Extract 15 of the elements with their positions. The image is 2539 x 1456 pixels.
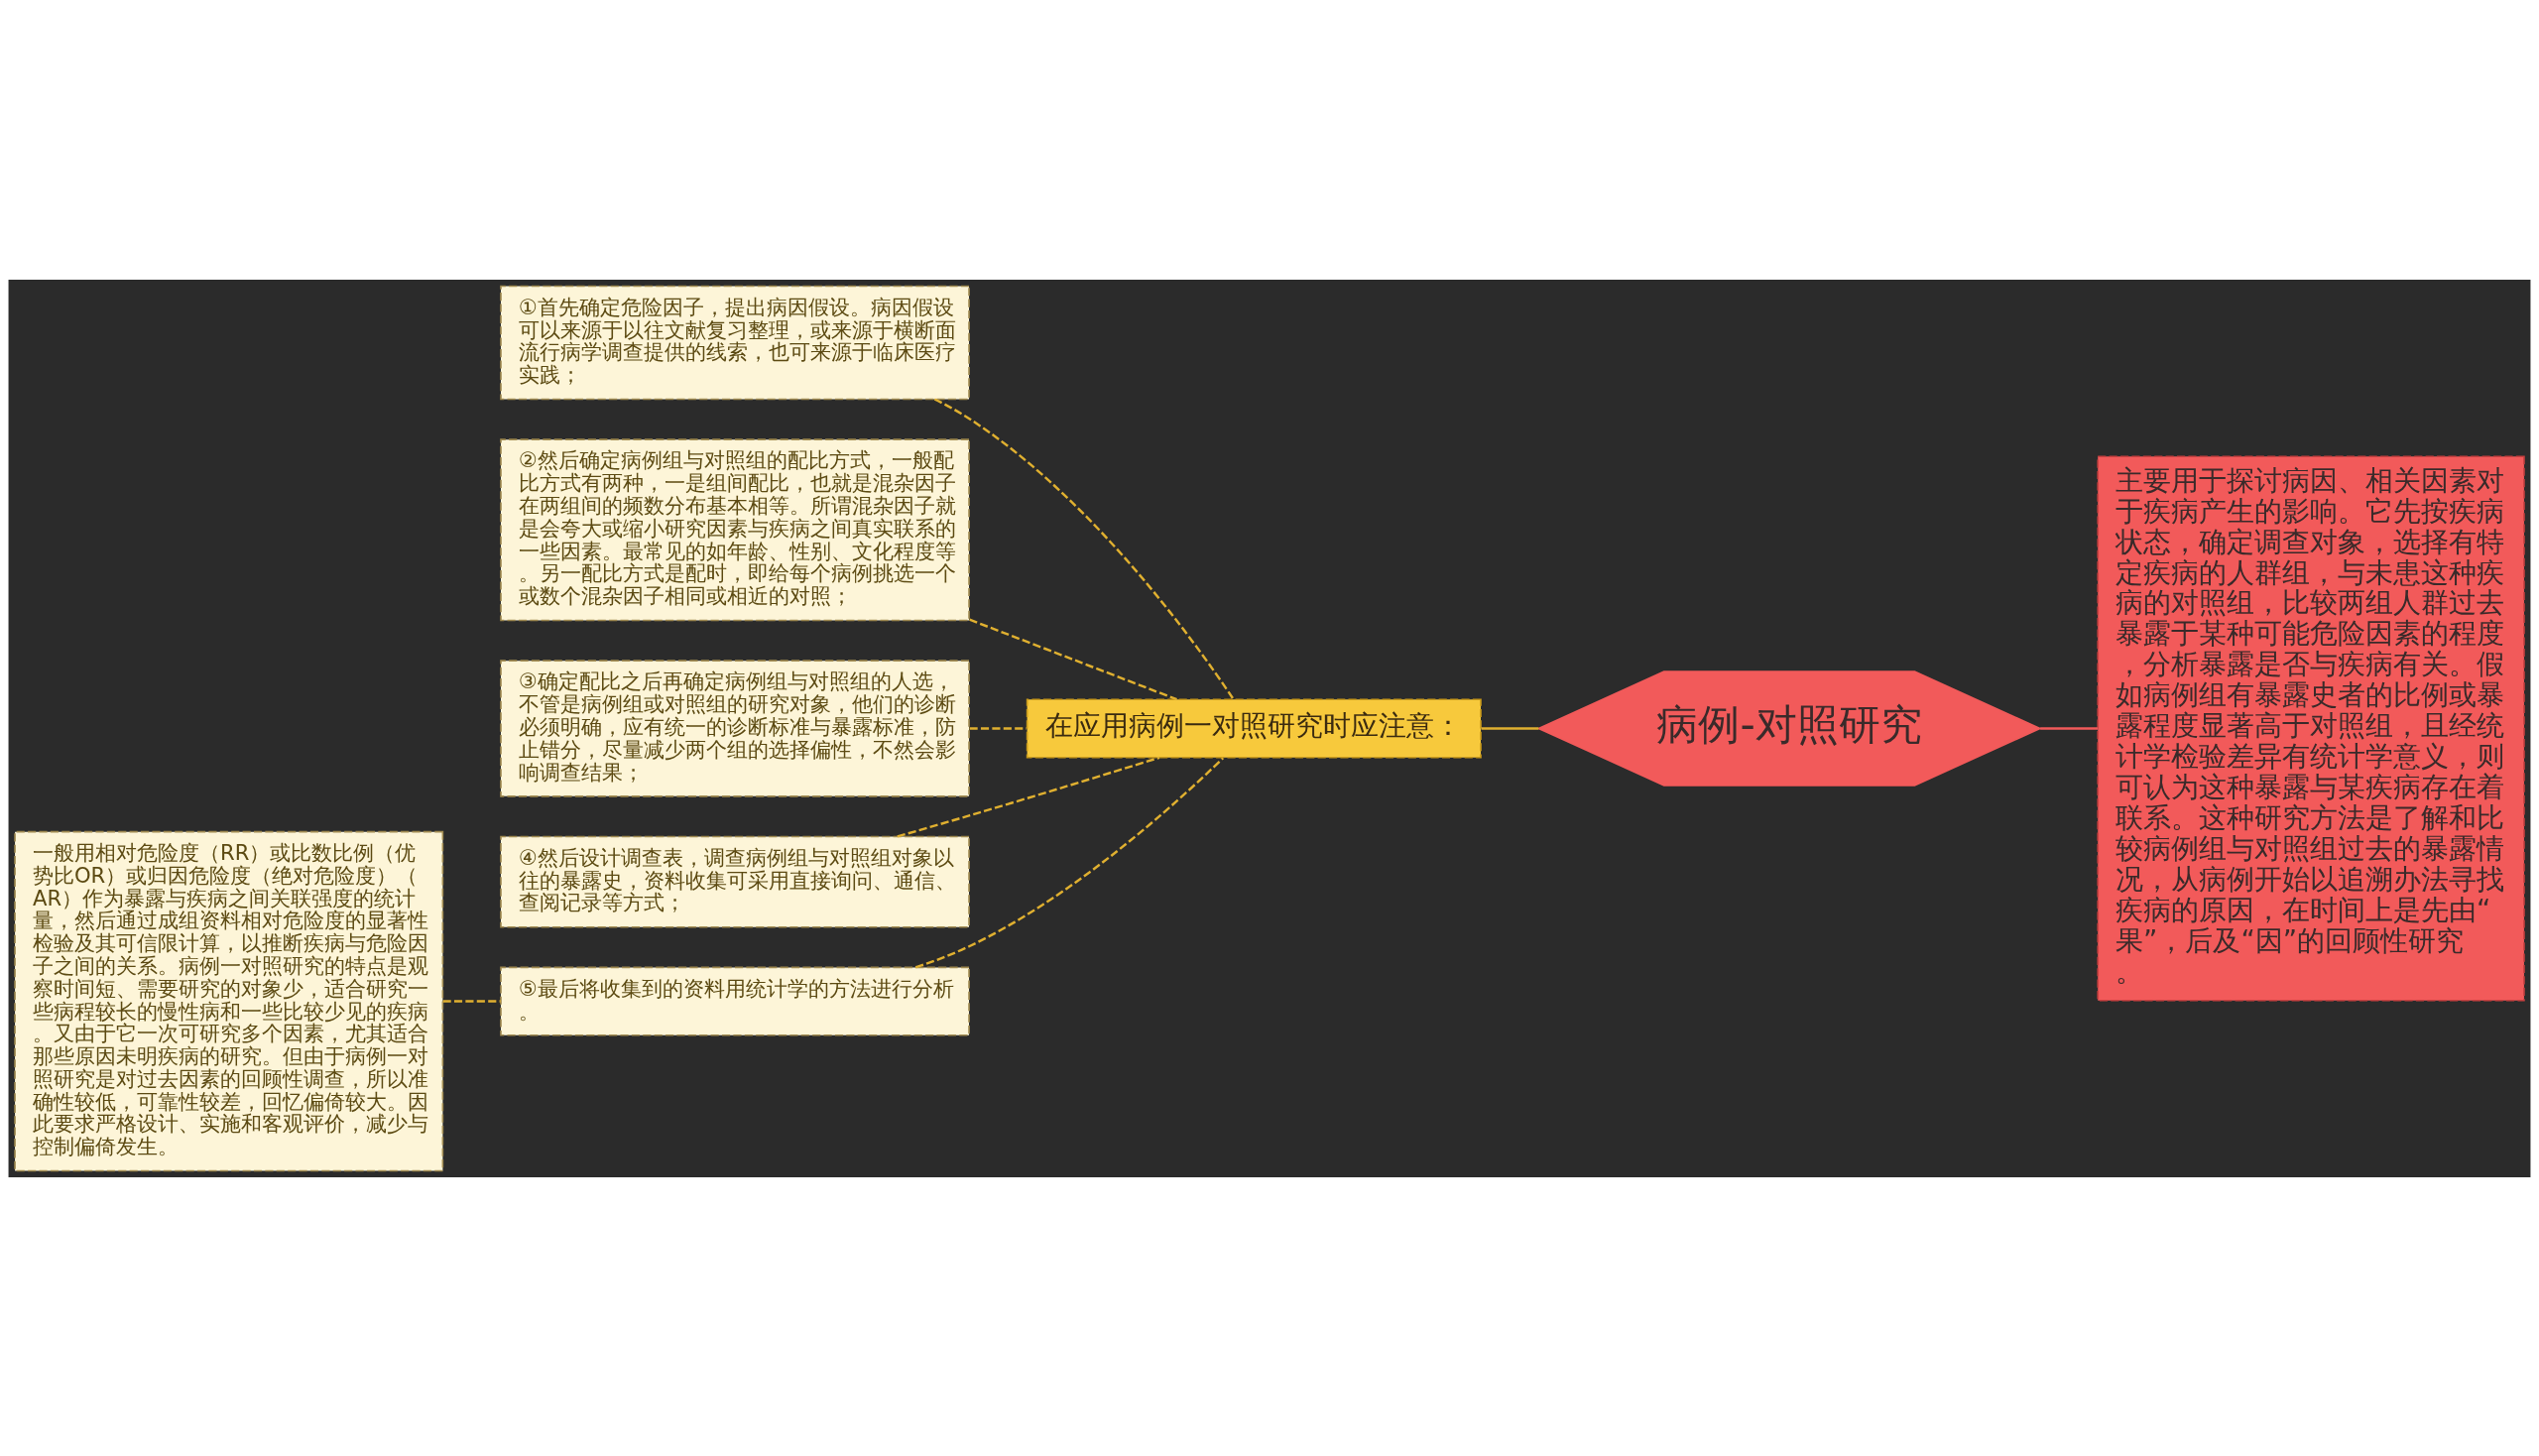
connector: [1481, 726, 1539, 730]
connector: [442, 999, 501, 1003]
node-box: ①首先确定危险因子，提出病因假设。病因假设可以来源于以往文献复习整理，或来源于横断面流行病学调查提供的线索，也可来源于临床医疗实践；: [500, 285, 970, 400]
connector: [914, 757, 1224, 968]
node-box: 在应用病例一对照研究时应注意：: [1026, 697, 1482, 759]
connector: [969, 618, 1177, 700]
node-box: ②然后确定病例组与对照组的配比方式，一般配比方式有两种，一是组间配比，也就是混杂因子在两组间的频数分布基本相等。所谓混杂因子就是会夸大或缩小研究因素与疾病之间真实联系的一些因素。最常见的如年龄、性别、文化程度等。另一配比方式是配时，即给每个病例挑选一个或数个混杂因子相同或相近的对照；: [500, 437, 970, 621]
connector: [2040, 726, 2098, 730]
node-box: ③确定配比之后再确定病例组与对照组的人选，不管是病例组或对照组的研究对象，他们的诊断必须明确，应有统一的诊断标准与暴露标准，防止错分，尽量减少两个组的选择偏性，不然会影响调查结果；: [500, 659, 970, 797]
node-box: 主要用于探讨病因、相关因素对于疾病产生的影响。它先按疾病状态，确定调查对象，选择有特定疾病的人群组，与未患这种疾病的对照组，比较两组人群过去暴露于某种可能危险因素的程度，分析暴露是否与疾病有关。假如病例组有暴露史者的比例或暴露程度显著高于对照组，且经统计学检验差异有统计学意义，则可认为这种暴露与某疾病存在着联系。这种研究方法是了解和比较病例组与对照组过去的暴露情况，从病例开始以追溯办法寻找疾病的原因，在时间上是先由“果”，后及“因”的回顾性研究。: [2097, 454, 2525, 1002]
node-box: 一般用相对危险度（RR）或比数比例（优势比OR）或归因危险度（绝对危险度）（AR）作为暴露与疾病之间关联强度的统计量，然后通过成组资料相对危险度的显著性检验及其可信限计算，以推断疾病与危险因子之间的关系。病例一对照研究的特点是观察时间短、需要研究的对象少，适合研究一些病程较长的慢性病和一些比较少见的疾病。又由于它一次可研究多个因素，尤其适合那些原因未明疾病的研究。但由于病例一对照研究是对过去因素的回顾性调查，所以准确性较低，可靠性较差，回忆偏倚较大。因此要求严格设计、实施和客观评价，减少与控制偏倚发生。: [14, 830, 444, 1171]
node-box: ⑤最后将收集到的资料用统计学的方法进行分析。: [500, 966, 970, 1036]
connector: [933, 397, 1235, 700]
node-box: ④然后设计调查表，调查病例组与对照组对象以往的暴露史，资料收集可采用直接询问、通信、查阅记录等方式；: [500, 835, 970, 928]
connector: [897, 756, 1160, 838]
